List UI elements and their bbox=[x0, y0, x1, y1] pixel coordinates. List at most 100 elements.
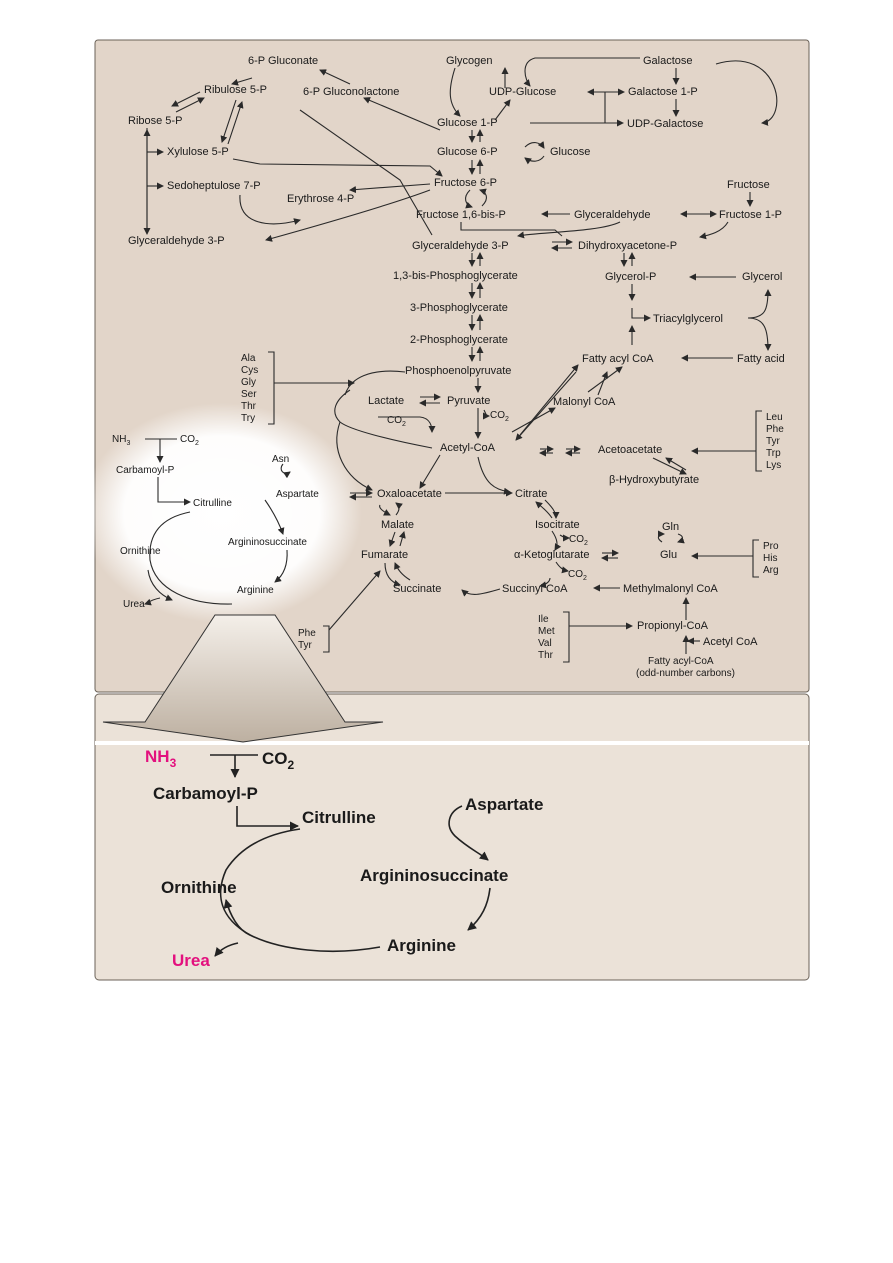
node-glucose-1p: Glucose 1-P bbox=[437, 117, 498, 129]
amino-acid-group-2: Leu Phe Tyr Trp Lys bbox=[691, 410, 784, 472]
node-fructose-6p: Fructose 6-P bbox=[434, 177, 497, 189]
urea-argininosuccinate: Argininosuccinate bbox=[360, 866, 508, 885]
aa-label: Ala bbox=[241, 353, 256, 364]
aa-label: Pro bbox=[763, 541, 779, 552]
node-glycerol-p: Glycerol-P bbox=[605, 271, 656, 283]
node-acetoacetate: Acetoacetate bbox=[598, 444, 662, 456]
amino-acid-group-3: Pro His Arg bbox=[691, 539, 779, 578]
node-fatty-acid: Fatty acid bbox=[737, 353, 785, 365]
node-succinate: Succinate bbox=[393, 583, 441, 595]
small-citrulline: Citrulline bbox=[193, 498, 232, 509]
node-fumarate: Fumarate bbox=[361, 549, 408, 561]
node-beta-hydroxybutyrate: β-Hydroxybutyrate bbox=[609, 474, 699, 486]
label-co2-isocitrate: CO2 bbox=[569, 534, 588, 547]
small-arginine: Arginine bbox=[237, 585, 274, 596]
node-methylmalonyl-coa: Methylmalonyl CoA bbox=[623, 583, 718, 595]
node-glucose: Glucose bbox=[550, 146, 590, 158]
small-urea: Urea bbox=[123, 599, 145, 610]
aa-label: Ile bbox=[538, 614, 549, 625]
amino-acid-group-4: Phe Tyr bbox=[298, 570, 381, 653]
node-glyceraldehyde-3p: Glyceraldehyde 3-P bbox=[412, 240, 509, 252]
node-3-phosphoglycerate: 3-Phosphoglycerate bbox=[410, 302, 508, 314]
aa-label: Thr bbox=[538, 650, 554, 661]
label-co2-akg: CO2 bbox=[568, 569, 587, 582]
node-13-bis-phosphoglycerate: 1,3-bis-Phosphoglycerate bbox=[393, 270, 518, 282]
aa-label: Ser bbox=[241, 389, 257, 400]
aa-label: Phe bbox=[766, 424, 784, 435]
node-citrate: Citrate bbox=[515, 488, 547, 500]
node-phosphoenolpyruvate: Phosphoenolpyruvate bbox=[405, 365, 511, 377]
node-6p-gluconolactone: 6-P Gluconolactone bbox=[303, 86, 399, 98]
node-fructose-1p: Fructose 1-P bbox=[719, 209, 782, 221]
node-succinyl-coa: Succinyl CoA bbox=[502, 583, 568, 595]
urea-ornithine: Ornithine bbox=[161, 878, 237, 897]
urea-aspartate: Aspartate bbox=[465, 795, 543, 814]
node-malonyl-coa: Malonyl CoA bbox=[553, 396, 616, 408]
aa-label: Val bbox=[538, 638, 552, 649]
aa-label: Tyr bbox=[766, 436, 781, 447]
node-alpha-ketoglutarate: α-Ketoglutarate bbox=[514, 549, 589, 561]
node-fatty-acyl-coa-odd: Fatty acyl-CoA bbox=[648, 656, 714, 667]
aa-label: Cys bbox=[241, 365, 258, 376]
aa-label: Arg bbox=[763, 565, 779, 576]
urea-carbamoyl-p: Carbamoyl-P bbox=[153, 784, 258, 803]
node-glucose-6p: Glucose 6-P bbox=[437, 146, 498, 158]
aa-label: Gly bbox=[241, 377, 256, 388]
small-ornithine: Ornithine bbox=[120, 546, 161, 557]
amino-acid-group-5: Ile Met Val Thr bbox=[538, 611, 633, 663]
node-ribulose-5p: Ribulose 5-P bbox=[204, 84, 267, 96]
aa-label: Try bbox=[241, 413, 255, 424]
node-glu: Glu bbox=[660, 549, 677, 561]
zoom-funnel bbox=[102, 614, 384, 743]
node-2-phosphoglycerate: 2-Phosphoglycerate bbox=[410, 334, 508, 346]
node-ribose-5p: Ribose 5-P bbox=[128, 115, 182, 127]
node-oxaloacetate: Oxaloacetate bbox=[377, 488, 442, 500]
small-aspartate: Aspartate bbox=[276, 489, 319, 500]
node-fatty-acyl-coa: Fatty acyl CoA bbox=[582, 353, 654, 365]
small-asn: Asn bbox=[272, 454, 289, 465]
node-pyruvate: Pyruvate bbox=[447, 395, 490, 407]
node-glycerol: Glycerol bbox=[742, 271, 782, 283]
aa-label: Tyr bbox=[298, 640, 313, 651]
label-co2-left: CO2 bbox=[387, 415, 406, 428]
small-argininosuccinate: Argininosuccinate bbox=[228, 537, 307, 548]
node-udp-galactose: UDP-Galactose bbox=[627, 118, 703, 130]
node-galactose: Galactose bbox=[643, 55, 693, 67]
aa-label: Met bbox=[538, 626, 555, 637]
node-xylulose-5p: Xylulose 5-P bbox=[167, 146, 229, 158]
aa-label: Trp bbox=[766, 448, 781, 459]
node-udp-glucose: UDP-Glucose bbox=[489, 86, 556, 98]
urea-nh3: NH3 bbox=[145, 747, 177, 770]
node-galactose-1p: Galactose 1-P bbox=[628, 86, 698, 98]
node-triacylglycerol: Triacylglycerol bbox=[653, 313, 723, 325]
node-fructose-16-bis-p: Fructose 1,6-bis-P bbox=[416, 209, 506, 221]
small-co2: CO2 bbox=[180, 434, 199, 447]
node-sedoheptulose-7p: Sedoheptulose 7-P bbox=[167, 180, 261, 192]
urea-cycle-panel bbox=[94, 693, 810, 981]
small-nh3: NH3 bbox=[112, 434, 130, 447]
node-fructose: Fructose bbox=[727, 179, 770, 191]
urea-product: Urea bbox=[172, 951, 210, 970]
small-carbamoyl-p: Carbamoyl-P bbox=[116, 465, 175, 476]
node-glyceraldehyde-3p-left: Glyceraldehyde 3-P bbox=[128, 235, 225, 247]
urea-arginine: Arginine bbox=[387, 936, 456, 955]
node-dihydroxyacetone-p: Dihydroxyacetone-P bbox=[578, 240, 677, 252]
node-6p-gluconate: 6-P Gluconate bbox=[248, 55, 318, 67]
node-glyceraldehyde: Glyceraldehyde bbox=[574, 209, 650, 221]
node-glycogen: Glycogen bbox=[446, 55, 492, 67]
node-lactate: Lactate bbox=[368, 395, 404, 407]
label-odd-number-carbons: (odd-number carbons) bbox=[636, 668, 735, 679]
aa-label: His bbox=[763, 553, 777, 564]
aa-label: Thr bbox=[241, 401, 257, 412]
node-acetyl-coa-2: Acetyl CoA bbox=[703, 636, 758, 648]
amino-acid-group-1: Ala Cys Gly Ser Thr Try bbox=[241, 351, 355, 425]
urea-co2: CO2 bbox=[262, 749, 295, 772]
node-isocitrate: Isocitrate bbox=[535, 519, 580, 531]
node-erythrose-4p: Erythrose 4-P bbox=[287, 193, 354, 205]
urea-citrulline: Citrulline bbox=[302, 808, 376, 827]
node-malate: Malate bbox=[381, 519, 414, 531]
node-gln: Gln bbox=[662, 521, 679, 533]
node-acetyl-coa: Acetyl-CoA bbox=[440, 442, 496, 454]
node-propionyl-coa: Propionyl-CoA bbox=[637, 620, 709, 632]
